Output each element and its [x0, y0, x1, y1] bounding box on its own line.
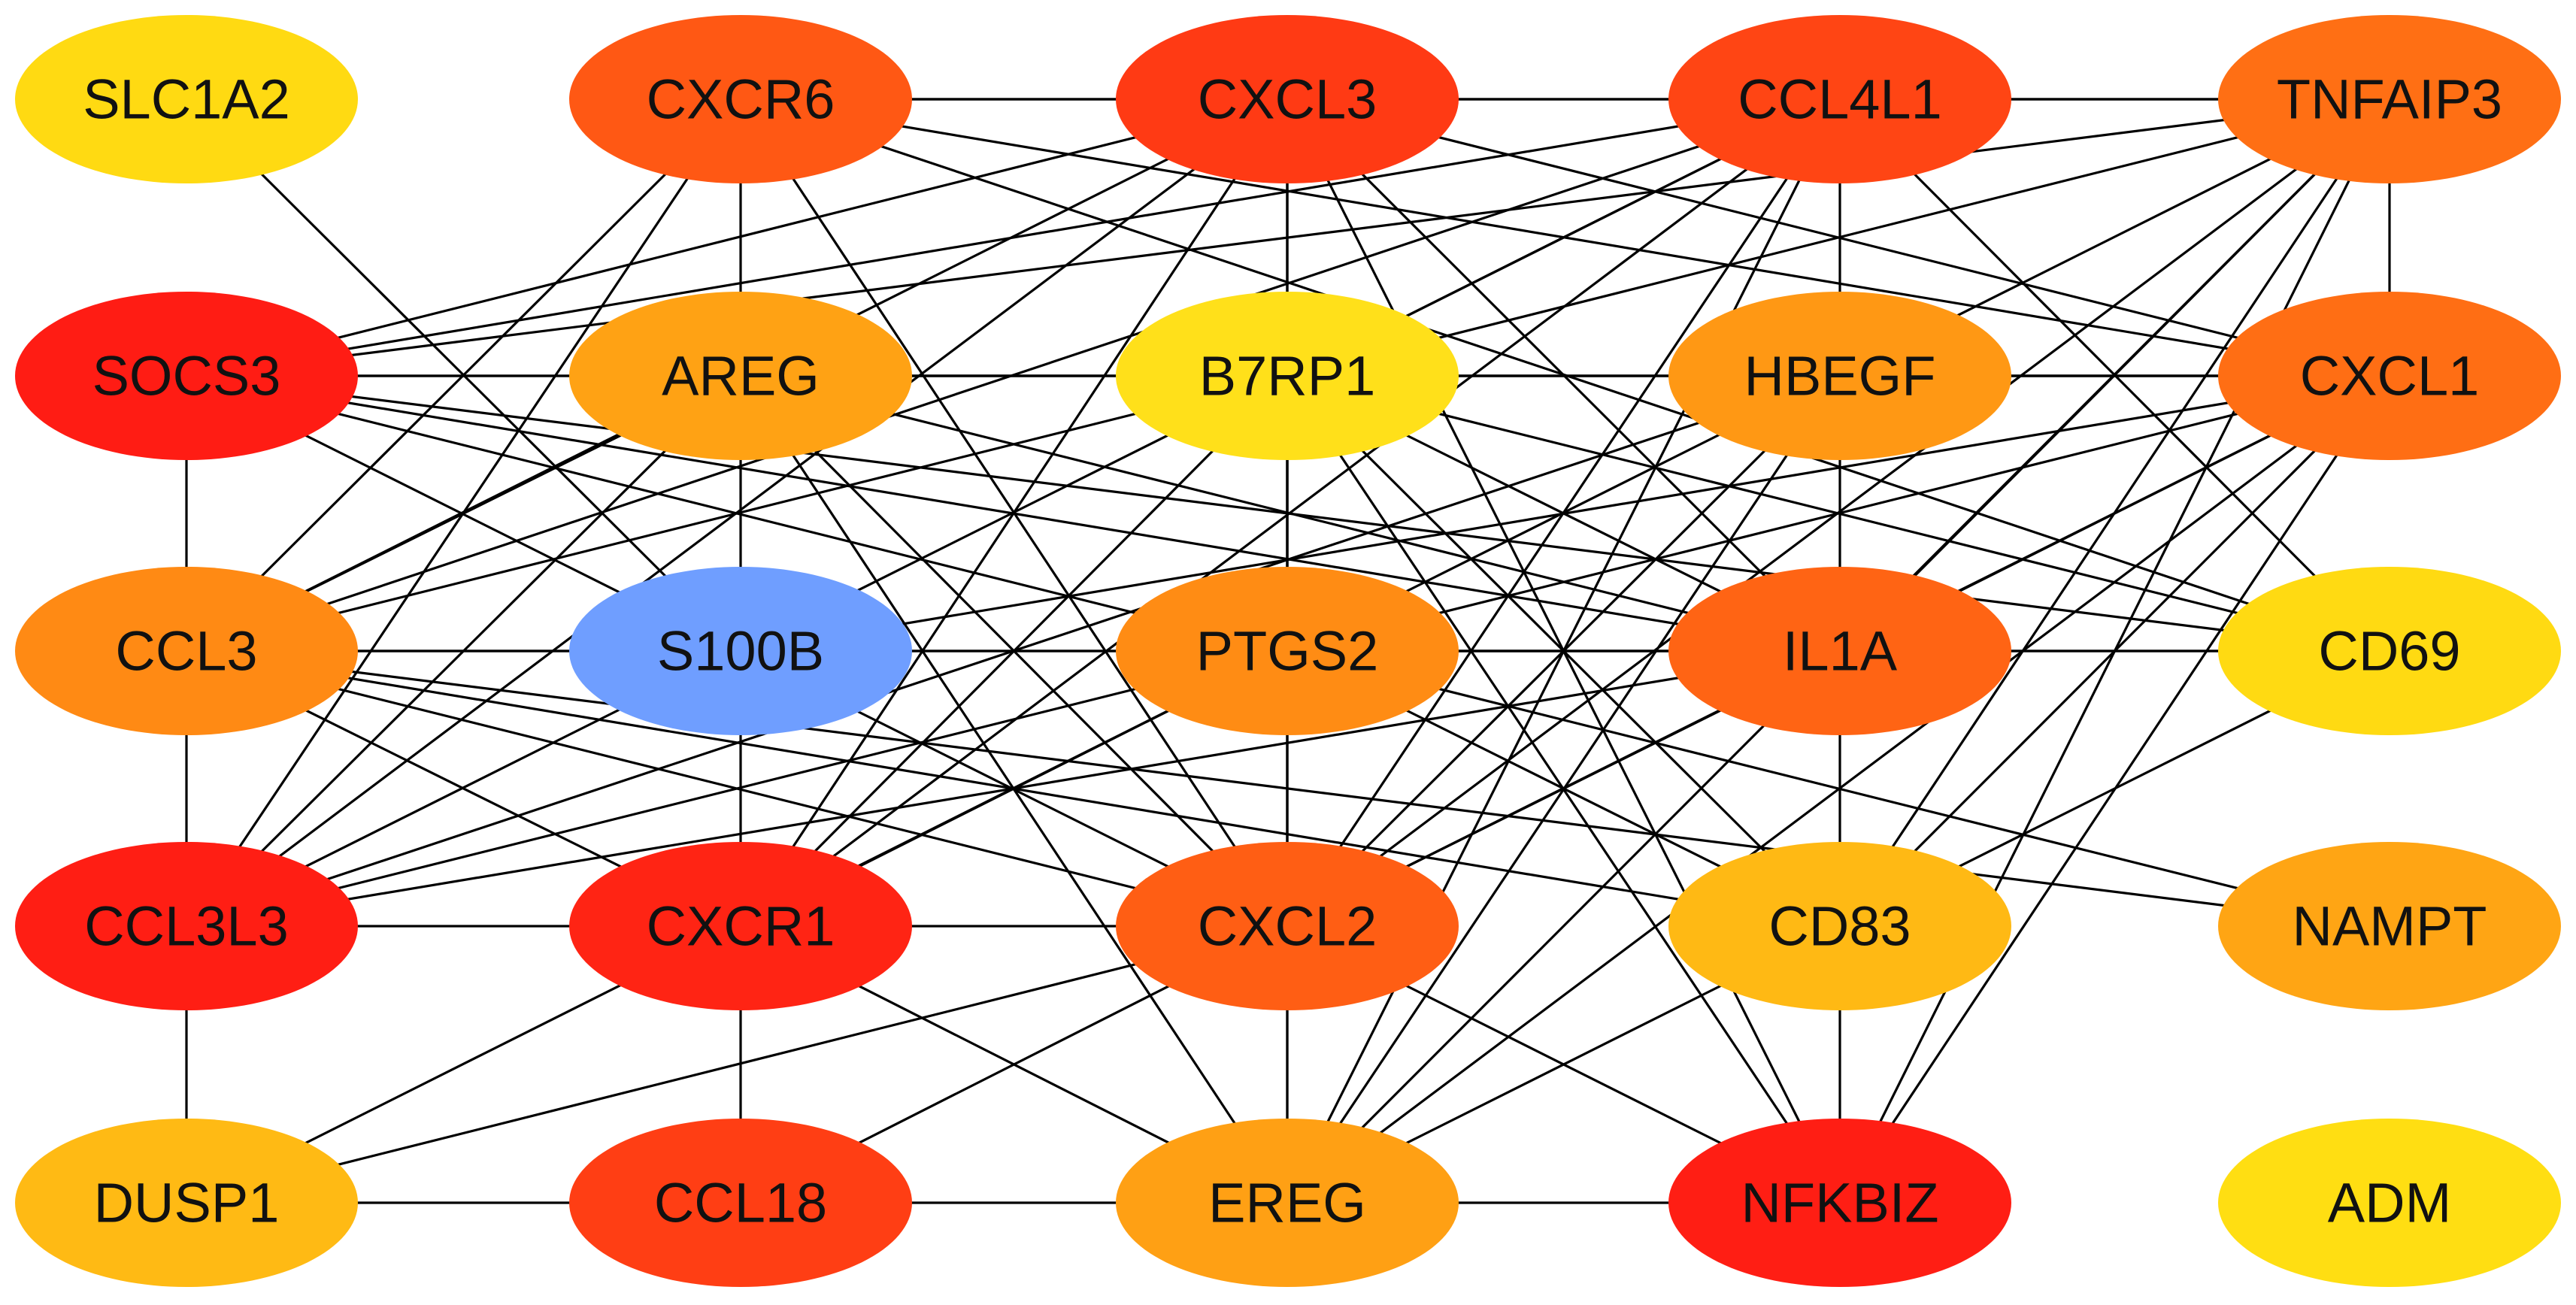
- node-ellipse: [1116, 842, 1459, 1010]
- node-ellipse: [569, 1119, 912, 1287]
- node-ellipse: [15, 1119, 358, 1287]
- node-label: CXCL2: [1198, 895, 1377, 958]
- node-cxcl3[interactable]: CXCL3: [1116, 15, 1459, 183]
- node-label: SLC1A2: [83, 68, 290, 131]
- node-slc1a2[interactable]: SLC1A2: [15, 15, 358, 183]
- node-label: CXCL3: [1198, 68, 1377, 131]
- node-cd69[interactable]: CD69: [2218, 567, 2561, 735]
- node-ccl3[interactable]: CCL3: [15, 567, 358, 735]
- edge-ptgs2-nampt: [1286, 649, 2390, 928]
- edge-b7rp1-ccl3: [186, 374, 1288, 652]
- node-tnfaip3[interactable]: TNFAIP3: [2218, 15, 2561, 183]
- edge-cxcl2-dusp1: [186, 925, 1288, 1204]
- node-label: CXCL1: [2300, 345, 2480, 407]
- node-ellipse: [569, 15, 912, 183]
- node-ellipse: [2218, 1119, 2561, 1287]
- node-label: CXCR6: [647, 68, 835, 131]
- edge-ccl4l1-socs3: [186, 98, 1841, 377]
- node-ccl18[interactable]: CCL18: [569, 1119, 912, 1287]
- node-cxcr1[interactable]: CXCR1: [569, 842, 912, 1010]
- node-nampt[interactable]: NAMPT: [2218, 842, 2561, 1010]
- node-label: IL1A: [1783, 620, 1898, 683]
- node-ellipse: [1116, 1119, 1459, 1287]
- node-ellipse: [1668, 567, 2011, 735]
- node-label: CCL4L1: [1738, 68, 1942, 131]
- node-b7rp1[interactable]: B7RP1: [1116, 292, 1459, 460]
- node-ereg[interactable]: EREG: [1116, 1119, 1459, 1287]
- node-label: DUSP1: [94, 1172, 280, 1234]
- node-ellipse: [15, 842, 358, 1010]
- node-label: NFKBIZ: [1741, 1172, 1938, 1234]
- node-cxcl1[interactable]: CXCL1: [2218, 292, 2561, 460]
- node-label: B7RP1: [1199, 345, 1375, 407]
- node-ellipse: [1668, 842, 2011, 1010]
- edge-cxcl1-s100b: [740, 374, 2390, 652]
- node-ellipse: [1668, 1119, 2011, 1287]
- node-ellipse: [1116, 567, 1459, 735]
- node-label: ADM: [2328, 1172, 2451, 1234]
- node-ccl3l3[interactable]: CCL3L3: [15, 842, 358, 1010]
- node-label: CXCR1: [647, 895, 835, 958]
- node-label: CD69: [2318, 620, 2460, 683]
- node-nfkbiz[interactable]: NFKBIZ: [1668, 1119, 2011, 1287]
- edge-socs3-il1a: [186, 374, 1841, 652]
- node-ellipse: [1668, 292, 2011, 460]
- node-ellipse: [15, 292, 358, 460]
- node-ellipse: [2218, 15, 2561, 183]
- edge-ccl3l3-ptgs2: [186, 649, 1288, 928]
- node-label: SOCS3: [92, 345, 281, 407]
- node-ellipse: [2218, 842, 2561, 1010]
- node-ellipse: [1116, 292, 1459, 460]
- edge-cxcl1-ptgs2: [1286, 374, 2390, 652]
- node-il1a[interactable]: IL1A: [1668, 567, 2011, 735]
- node-label: CCL3L3: [84, 895, 289, 958]
- node-ccl4l1[interactable]: CCL4L1: [1668, 15, 2011, 183]
- node-label: EREG: [1208, 1172, 1366, 1234]
- edge-areg-il1a: [740, 374, 1841, 652]
- node-label: AREG: [662, 345, 820, 407]
- node-ellipse: [569, 292, 912, 460]
- node-label: CCL18: [654, 1172, 827, 1234]
- node-label: CCL3: [115, 620, 257, 683]
- node-ellipse: [2218, 292, 2561, 460]
- node-ellipse: [569, 567, 912, 735]
- node-ellipse: [2218, 567, 2561, 735]
- node-s100b[interactable]: S100B: [569, 567, 912, 735]
- node-ellipse: [15, 15, 358, 183]
- node-adm[interactable]: ADM: [2218, 1119, 2561, 1287]
- node-ptgs2[interactable]: PTGS2: [1116, 567, 1459, 735]
- node-cd83[interactable]: CD83: [1668, 842, 2011, 1010]
- edge-tnfaip3-b7rp1: [1286, 98, 2390, 377]
- edge-cxcl3-socs3: [186, 98, 1288, 377]
- node-label: NAMPT: [2293, 895, 2487, 958]
- node-cxcl2[interactable]: CXCL2: [1116, 842, 1459, 1010]
- node-hbegf[interactable]: HBEGF: [1668, 292, 2011, 460]
- node-dusp1[interactable]: DUSP1: [15, 1119, 358, 1287]
- node-label: PTGS2: [1196, 620, 1379, 683]
- node-cxcr6[interactable]: CXCR6: [569, 15, 912, 183]
- node-label: CD83: [1768, 895, 1911, 958]
- node-areg[interactable]: AREG: [569, 292, 912, 460]
- node-ellipse: [1668, 15, 2011, 183]
- node-label: S100B: [657, 620, 824, 683]
- node-label: TNFAIP3: [2277, 68, 2502, 131]
- node-ellipse: [569, 842, 912, 1010]
- node-ellipse: [15, 567, 358, 735]
- node-ellipse: [1116, 15, 1459, 183]
- node-label: HBEGF: [1744, 345, 1936, 407]
- node-socs3[interactable]: SOCS3: [15, 292, 358, 460]
- edge-tnfaip3-socs3: [186, 98, 2390, 377]
